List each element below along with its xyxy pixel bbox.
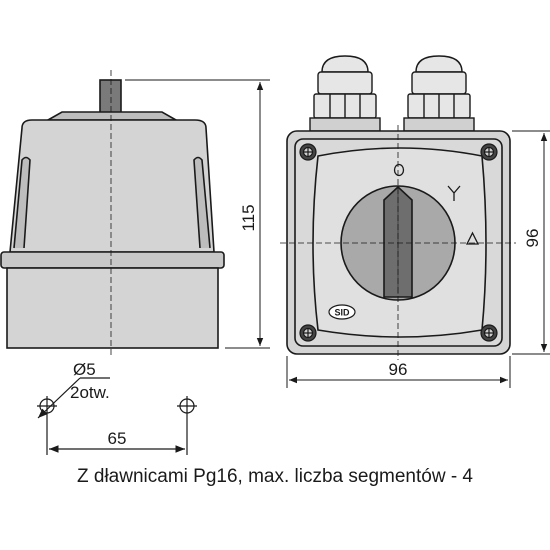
hole-spacing-label: 65	[108, 429, 127, 448]
side-view	[0, 79, 225, 349]
top-cap	[44, 111, 180, 121]
cable-gland-right	[403, 55, 475, 132]
right-rib	[193, 156, 211, 249]
screw-top-left	[299, 143, 317, 161]
star-position-icon	[447, 185, 461, 201]
off-position-icon	[393, 163, 405, 177]
mounting-holes	[37, 377, 197, 455]
star-position-label: Y	[448, 186, 460, 206]
upper-housing	[9, 119, 215, 253]
left-rib	[13, 156, 31, 249]
delta-position-label: Δ	[466, 230, 478, 250]
front-centerlines	[280, 125, 516, 360]
screw-bottom-right	[480, 324, 498, 342]
screw-bottom-left	[299, 324, 317, 342]
front-width-dimension	[286, 356, 511, 388]
base-flange	[0, 251, 225, 269]
front-height-dimension	[512, 130, 550, 355]
brand-badge: SID	[328, 304, 356, 320]
corner-screws	[299, 143, 498, 342]
cable-gland-left	[309, 55, 381, 132]
lower-base	[6, 267, 219, 349]
brand-label: SID	[334, 308, 350, 318]
front-width-label: 96	[389, 360, 408, 379]
hole-diameter-label: Ø5	[73, 360, 96, 379]
off-position-label: O	[392, 161, 405, 181]
front-height-label: 96	[523, 229, 542, 248]
height-label: 115	[239, 204, 258, 231]
caption: Z dławnicami Pg16, max. liczba segmentów…	[77, 466, 473, 487]
screw-top-right	[480, 143, 498, 161]
height-dimension	[125, 79, 270, 349]
hole-count-label: 2otw.	[70, 383, 110, 402]
cable-glands	[309, 55, 475, 132]
position-marks	[393, 163, 480, 245]
delta-position-icon	[465, 231, 480, 245]
